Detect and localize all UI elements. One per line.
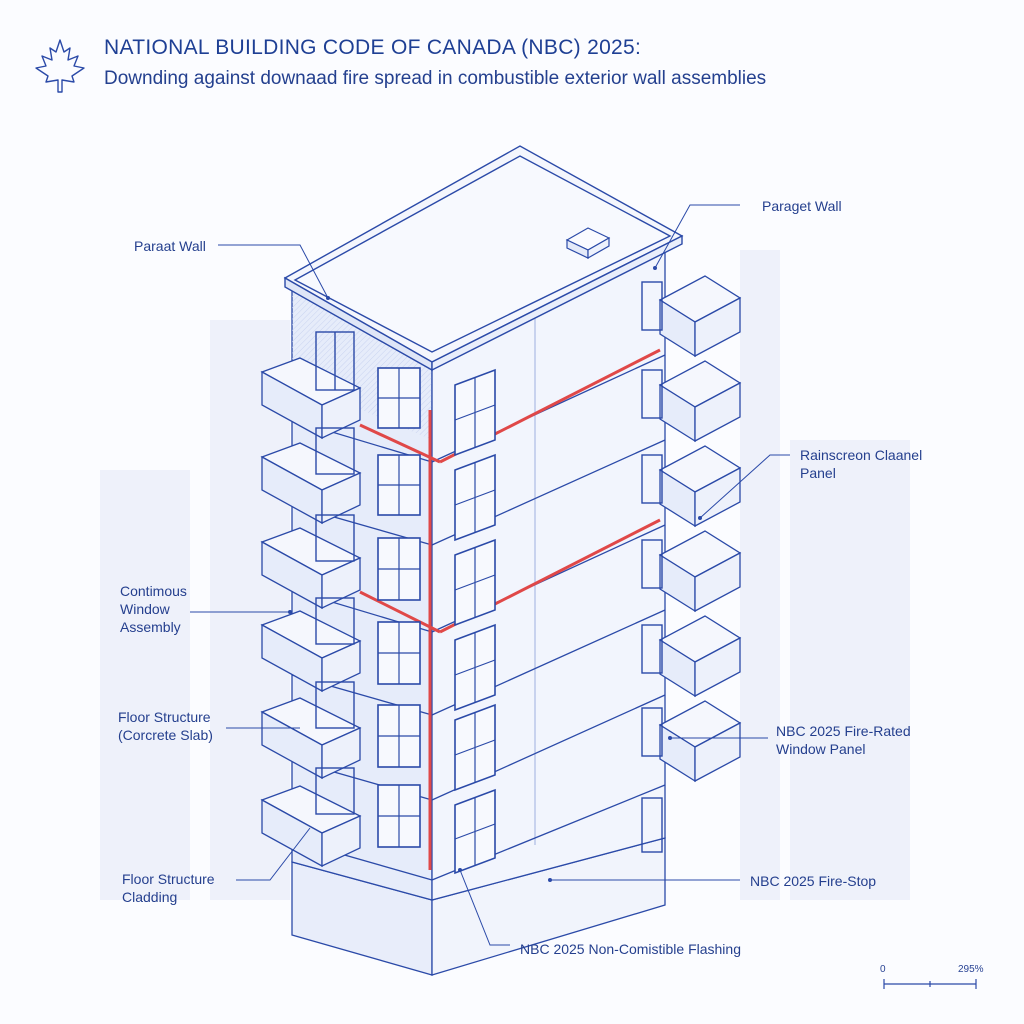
leader-dots bbox=[288, 266, 702, 882]
right-facade-doors bbox=[641, 281, 663, 853]
label-parapet-wall-right: Paraget Wall bbox=[762, 198, 842, 214]
scale-end-label: 295% bbox=[958, 964, 984, 975]
label-window-assembly-line3: Assembly bbox=[120, 619, 181, 635]
left-balconies bbox=[260, 357, 362, 868]
scale-bar bbox=[883, 979, 977, 989]
label-rainscreen-line1: Rainscreon Claanel bbox=[800, 447, 923, 463]
label-parapet-wall-left: Paraat Wall bbox=[134, 238, 206, 254]
label-fire-stop: NBC 2025 Fire-Stop bbox=[750, 873, 877, 889]
right-windows bbox=[454, 368, 496, 875]
label-fire-rated-line2: Window Panel bbox=[776, 741, 866, 757]
roof bbox=[283, 145, 684, 372]
right-window-mullions bbox=[454, 378, 496, 866]
page-subtitle: Downding against downaad fire spread in … bbox=[104, 68, 767, 89]
label-rainscreen-line2: Panel bbox=[800, 465, 836, 481]
label-window-assembly-line1: Contimous bbox=[120, 583, 187, 599]
label-cladding-line1: Floor Structure bbox=[122, 871, 215, 887]
left-window-mullions bbox=[378, 368, 420, 847]
label-fire-rated-line1: NBC 2025 Fire-Rated bbox=[776, 723, 911, 739]
left-balcony-doors bbox=[315, 331, 355, 815]
label-window-assembly-line2: Window bbox=[120, 601, 170, 617]
right-balconies bbox=[658, 275, 742, 783]
roof-vent bbox=[565, 227, 611, 260]
label-floor-structure-line2: (Corcrete Slab) bbox=[118, 727, 213, 743]
label-cladding-line2: Cladding bbox=[122, 889, 178, 905]
leader-lines bbox=[190, 204, 790, 946]
label-flashing: NBC 2025 Non-Comistible Flashing bbox=[520, 941, 741, 957]
maple-leaf-icon bbox=[35, 39, 85, 93]
scale-start-label: 0 bbox=[880, 964, 886, 975]
page-title: NATIONAL BUILDING CODE OF CANADA (NBC) 2… bbox=[104, 36, 642, 59]
label-floor-structure-line1: Floor Structure bbox=[118, 709, 211, 725]
